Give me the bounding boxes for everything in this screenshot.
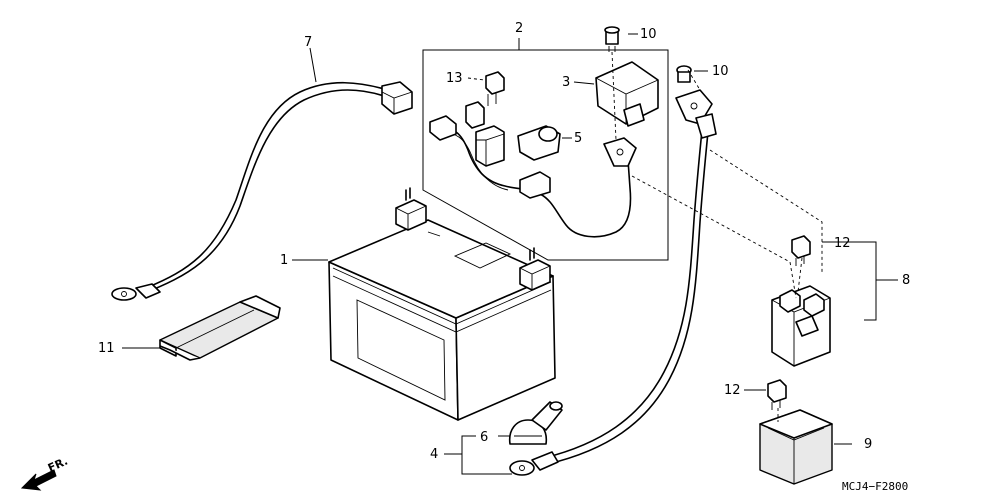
fuse-13 [467,71,505,106]
front-direction-label: FR. [46,455,70,475]
relay-fuse-12-upper [791,235,811,266]
callout-4: 4 [430,447,438,462]
bolt-10-upper [604,26,620,52]
leader-lines [122,33,898,475]
cover-3 [573,61,659,127]
cap-5 [517,125,572,161]
callout-8: 8 [902,273,910,288]
callout-7: 7 [304,35,312,50]
relay-cover-9 [759,409,833,485]
starter-relay-8 [771,285,831,367]
callout-12-lower: 12 [724,383,741,398]
callout-11: 11 [98,341,115,356]
battery [328,187,556,421]
terminal-boot-6 [508,401,563,445]
callout-12-upper: 12 [834,236,851,251]
callout-10-upper: 10 [640,27,657,42]
cable-negative [509,89,717,476]
callout-6: 6 [480,430,488,445]
guide-lines [611,51,823,422]
callout-13: 13 [446,71,463,86]
battery-band-11 [159,295,281,361]
callout-2: 2 [515,21,523,36]
relay-fuse-12-lower [767,379,787,410]
diagram-code: MCJ4−F2800 [842,480,908,493]
front-arrow-icon [20,469,57,491]
sub-harness [429,101,637,238]
callout-3: 3 [562,75,570,90]
callout-9: 9 [864,437,872,452]
callout-5: 5 [574,131,582,146]
callout-10-lower: 10 [712,64,729,79]
bolt-10-lower [676,65,708,83]
cable-7 [111,47,413,301]
callout-1: 1 [280,253,288,268]
harness-group [422,38,669,261]
